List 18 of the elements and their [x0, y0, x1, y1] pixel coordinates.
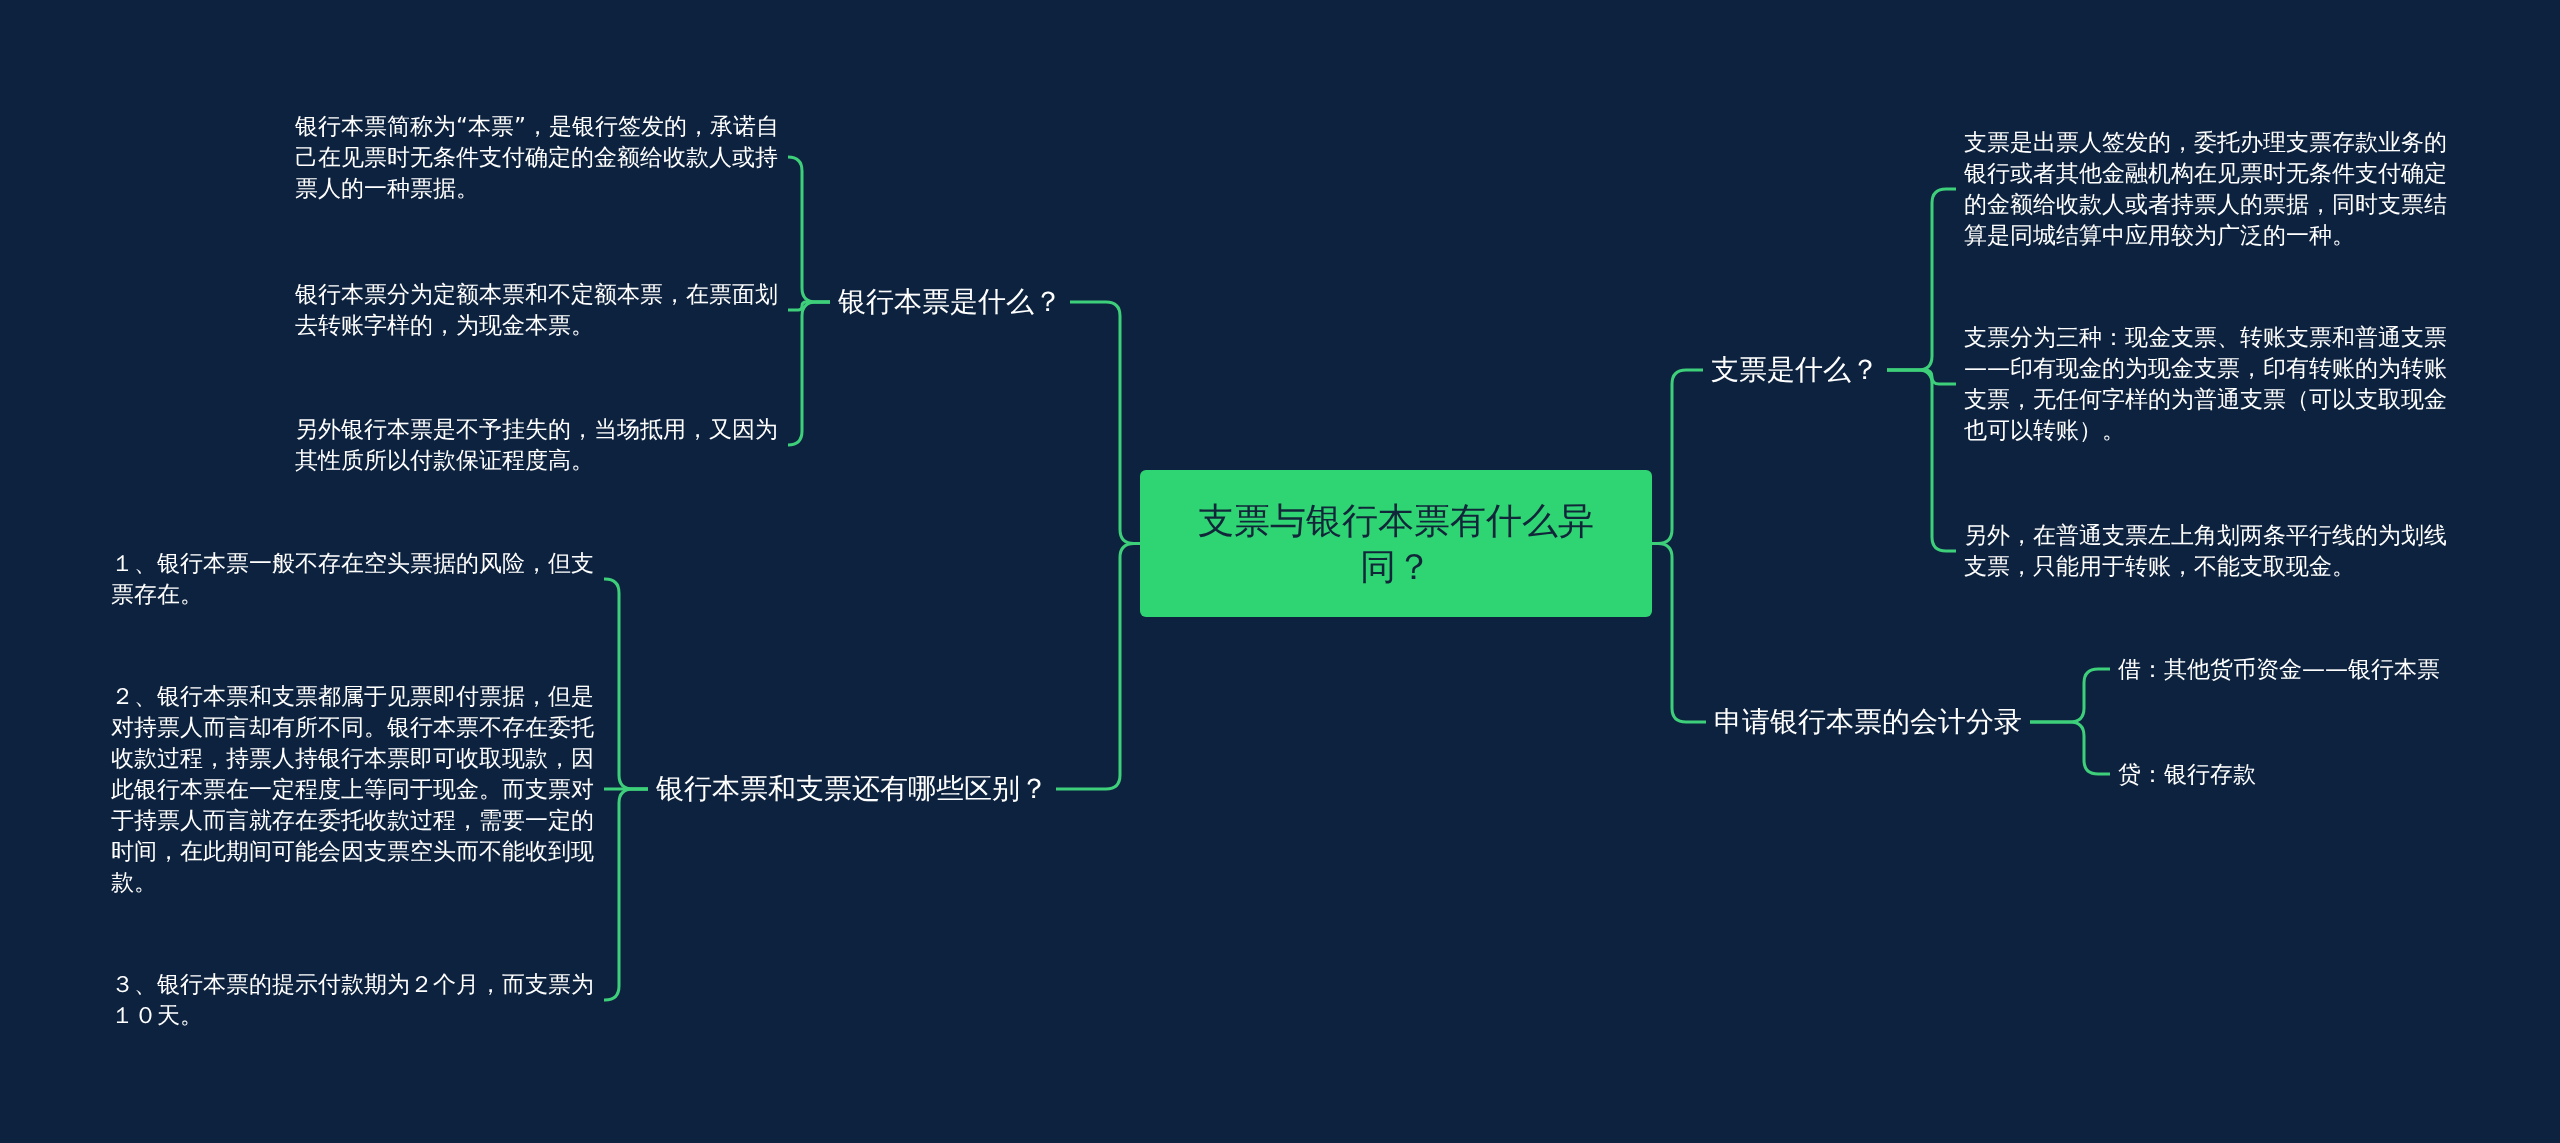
note-text: 银行本票简称为“本票”，是银行签发的，承诺自己在见票时无条件支付确定的金额给收款人或持票人的一种票据。 — [295, 110, 780, 204]
subtopic-text: 申请银行本票的会计分录 — [1714, 704, 2022, 740]
note-text: 银行本票分为定额本票和不定额本票，在票面划去转账字样的，为现金本票。 — [295, 279, 780, 341]
topic-box: 支票与银行本票有什么异同？ — [1140, 470, 1652, 617]
note-text: 借：其他货币资金——银行本票 — [2118, 653, 2440, 685]
note-text: 另外，在普通支票左上角划两条平行线的为划线支票，只能用于转账，不能支取现金。 — [1964, 520, 2454, 582]
note-text: ３、银行本票的提示付款期为２个月，而支票为１０天。 — [111, 969, 596, 1031]
subtopic-text: 支票是什么？ — [1711, 352, 1879, 388]
note-text: １、银行本票一般不存在空头票据的风险，但支票存在。 — [111, 548, 596, 610]
note-text: 另外银行本票是不予挂失的，当场抵用，又因为其性质所以付款保证程度高。 — [295, 414, 780, 476]
note-text: 支票是出票人签发的，委托办理支票存款业务的银行或者其他金融机构在见票时无条件支付确定的金额给收款人或者持票人的票据，同时支票结算是同城结算中应用较为广泛的一种。 — [1964, 127, 2454, 251]
subtopic-text: 银行本票和支票还有哪些区别？ — [656, 771, 1048, 807]
subtopic-text: 银行本票是什么？ — [838, 284, 1062, 320]
connector-line — [786, 300, 830, 447]
connector-line — [1056, 542, 1140, 791]
note-text: 支票分为三种：现金支票、转账支票和普通支票——印有现金的为现金支票，印有转账的为转账支票，无任何字样的为普通支票（可以支取现金也可以转账）。 — [1964, 322, 2454, 446]
note-text: ２、银行本票和支票都属于见票即付票据，但是对持票人而言却有所不同。银行本票不存在委托收款过程，持票人持银行本票即可收取现款，因此银行本票在一定程度上等同于现金。而支票对于持票人而言就存在委托收款过程，需要一定的时间，在此期间可能会因支票空头而不能收到现款。 — [111, 680, 596, 898]
note-text: 贷：银行存款 — [2118, 758, 2256, 790]
